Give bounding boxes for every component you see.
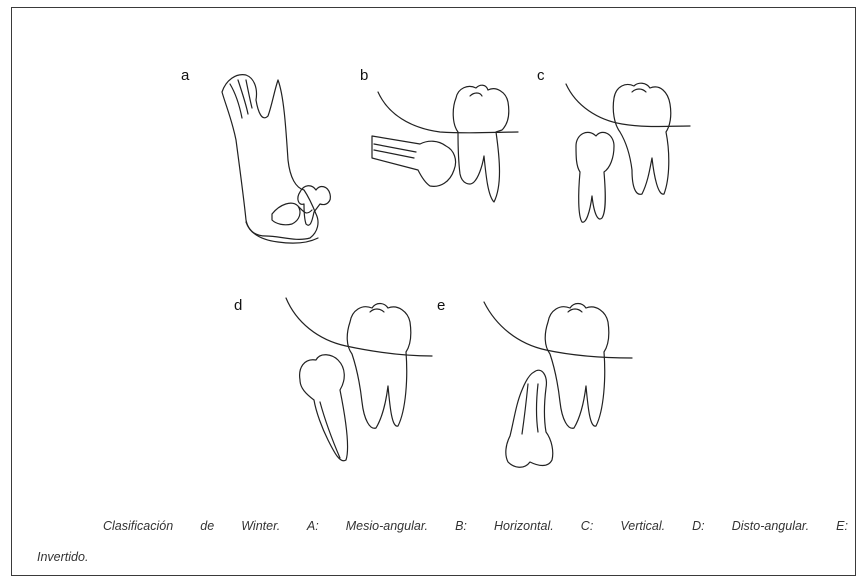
vertical-tooth-c	[576, 132, 614, 222]
label-a: a	[181, 67, 189, 84]
label-b: b	[360, 67, 368, 84]
second-molar-d	[347, 304, 411, 429]
ramus-curve-b	[378, 92, 518, 133]
panel-c-drawing	[566, 83, 690, 222]
second-molar-c	[613, 83, 671, 194]
label-d: d	[234, 297, 242, 314]
crown-line-d	[370, 309, 384, 312]
panel-b-drawing	[372, 85, 518, 202]
impacted-tooth-a	[272, 203, 312, 225]
crown-line-b	[470, 93, 482, 96]
panel-e-drawing	[484, 302, 632, 467]
panel-a-drawing	[222, 75, 330, 244]
crown-line-c	[632, 89, 646, 92]
label-e: e	[437, 297, 445, 314]
crown-line-e	[568, 309, 582, 312]
ramus-curve-c	[566, 84, 690, 127]
panel-d-drawing	[286, 298, 432, 461]
horizontal-tooth-b	[372, 136, 456, 186]
label-c: c	[537, 67, 545, 84]
caption-line-1: Clasificación de Winter. A: Mesio-angula…	[103, 520, 848, 533]
second-molar-e	[545, 304, 609, 429]
inverted-tooth-e	[506, 370, 553, 467]
molar-a-crown	[298, 186, 330, 226]
condyle-detail	[230, 80, 252, 118]
distoangular-tooth-d	[300, 355, 348, 461]
second-molar-b	[453, 85, 509, 202]
caption-line-2: Invertido.	[37, 551, 88, 564]
ramus-curve-e	[484, 302, 632, 358]
